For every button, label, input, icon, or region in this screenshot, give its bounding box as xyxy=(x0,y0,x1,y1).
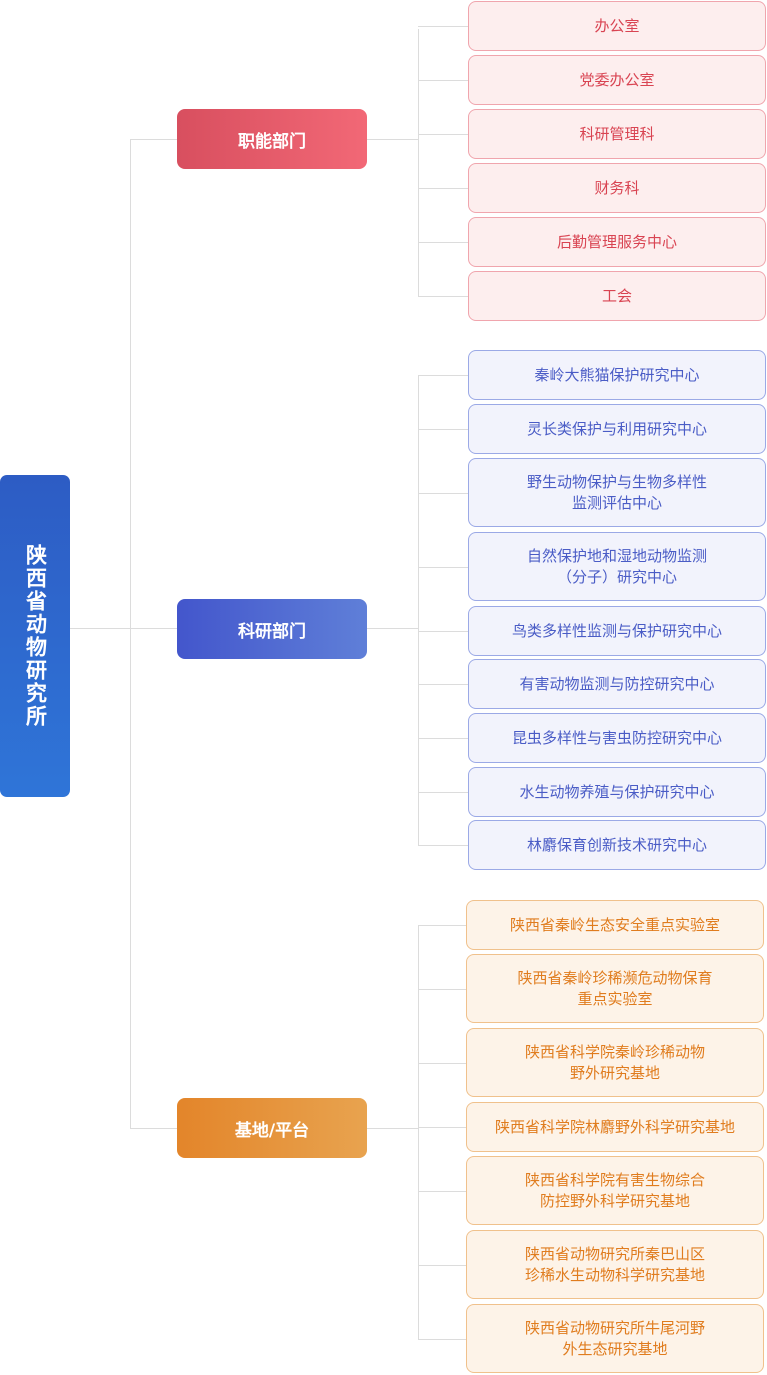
connector-leaf xyxy=(418,1063,466,1064)
root-node[interactable]: 陕西省动物研究所 xyxy=(0,475,70,797)
leaf-bird-center[interactable]: 鸟类多样性监测与保护研究中心 xyxy=(468,606,766,656)
connector-cat-1 xyxy=(130,139,177,140)
connector-leaf xyxy=(418,188,468,189)
leaf-label: 秦岭大熊猫保护研究中心 xyxy=(534,365,700,384)
leaf-label: 陕西省动物研究所秦巴山区 珍稀水生动物科学研究基地 xyxy=(524,1244,705,1284)
connector-leaf xyxy=(418,375,468,376)
leaf-label: 财务科 xyxy=(594,178,640,197)
connector-leaf xyxy=(418,684,468,685)
leaf-label: 陕西省科学院秦岭珍稀动物 野外研究基地 xyxy=(524,1042,705,1082)
leaf-wetland-monitoring-center[interactable]: 自然保护地和湿地动物监测 （分子）研究中心 xyxy=(468,532,766,601)
leaf-party-office[interactable]: 党委办公室 xyxy=(468,55,766,105)
leaf-label: 林麝保育创新技术研究中心 xyxy=(526,835,707,854)
category-label: 职能部门 xyxy=(238,131,306,152)
root-label: 陕西省动物研究所 xyxy=(23,544,48,728)
category-bases-platforms[interactable]: 基地/平台 xyxy=(177,1098,367,1158)
connector-leaf xyxy=(418,989,466,990)
connector-leaf xyxy=(418,493,468,494)
connector-root-horizontal xyxy=(70,628,130,629)
connector-leaf xyxy=(418,925,466,926)
category-label: 科研部门 xyxy=(238,621,306,642)
leaf-aquatic-research-base[interactable]: 陕西省动物研究所秦巴山区 珍稀水生动物科学研究基地 xyxy=(466,1230,764,1299)
category-label: 基地/平台 xyxy=(234,1120,310,1141)
connector-leaf xyxy=(418,296,468,297)
connector-leaf xyxy=(418,1265,466,1266)
leaf-pest-animal-center[interactable]: 有害动物监测与防控研究中心 xyxy=(468,659,766,709)
leaf-label: 工会 xyxy=(601,286,632,305)
leaf-label: 党委办公室 xyxy=(579,70,655,89)
connector-leaf xyxy=(418,567,468,568)
leaf-musk-deer-center[interactable]: 林麝保育创新技术研究中心 xyxy=(468,820,766,870)
connector-leaf xyxy=(418,1127,466,1128)
leaf-label: 野生动物保护与生物多样性 监测评估中心 xyxy=(526,472,707,512)
leaf-office[interactable]: 办公室 xyxy=(468,1,766,51)
connector-cat3-vertical xyxy=(418,925,419,1339)
connector-leaf xyxy=(418,845,468,846)
leaf-label: 后勤管理服务中心 xyxy=(556,232,677,251)
leaf-qinling-ecology-lab[interactable]: 陕西省秦岭生态安全重点实验室 xyxy=(466,900,764,950)
connector-cat1-vertical xyxy=(418,29,419,297)
connector-cat2-vertical xyxy=(418,375,419,845)
connector-cat2-out xyxy=(367,628,418,629)
leaf-label: 有害动物监测与防控研究中心 xyxy=(519,674,715,693)
leaf-panda-center[interactable]: 秦岭大熊猫保护研究中心 xyxy=(468,350,766,400)
category-research-departments[interactable]: 科研部门 xyxy=(177,599,367,659)
connector-leaf xyxy=(418,242,468,243)
leaf-union[interactable]: 工会 xyxy=(468,271,766,321)
leaf-label: 陕西省动物研究所牛尾河野 外生态研究基地 xyxy=(524,1318,705,1358)
leaf-label: 陕西省科学院林麝野外科学研究基地 xyxy=(494,1117,735,1136)
leaf-label: 昆虫多样性与害虫防控研究中心 xyxy=(511,728,722,747)
leaf-aquatic-center[interactable]: 水生动物养殖与保护研究中心 xyxy=(468,767,766,817)
connector-cat3-out xyxy=(367,1128,418,1129)
leaf-label: 办公室 xyxy=(594,16,640,35)
leaf-endangered-animal-lab[interactable]: 陕西省秦岭珍稀濒危动物保育 重点实验室 xyxy=(466,954,764,1023)
connector-root-vertical xyxy=(130,139,131,1129)
leaf-logistics[interactable]: 后勤管理服务中心 xyxy=(468,217,766,267)
category-functional-departments[interactable]: 职能部门 xyxy=(177,109,367,169)
connector-leaf xyxy=(418,134,468,135)
leaf-label: 科研管理科 xyxy=(579,124,655,143)
leaf-label: 灵长类保护与利用研究中心 xyxy=(526,419,707,438)
leaf-label: 陕西省秦岭生态安全重点实验室 xyxy=(509,915,720,934)
connector-leaf xyxy=(418,80,468,81)
leaf-finance[interactable]: 财务科 xyxy=(468,163,766,213)
connector-cat-2 xyxy=(130,628,177,629)
leaf-niuweihe-ecology-base[interactable]: 陕西省动物研究所牛尾河野 外生态研究基地 xyxy=(466,1304,764,1373)
connector-leaf xyxy=(418,792,468,793)
leaf-musk-deer-field-base[interactable]: 陕西省科学院林麝野外科学研究基地 xyxy=(466,1102,764,1152)
connector-leaf xyxy=(418,1339,466,1340)
connector-cat1-out xyxy=(367,139,418,140)
leaf-label: 自然保护地和湿地动物监测 （分子）研究中心 xyxy=(526,546,707,586)
leaf-pest-control-field-base[interactable]: 陕西省科学院有害生物综合 防控野外科学研究基地 xyxy=(466,1156,764,1225)
leaf-primate-center[interactable]: 灵长类保护与利用研究中心 xyxy=(468,404,766,454)
leaf-rare-animal-field-base[interactable]: 陕西省科学院秦岭珍稀动物 野外研究基地 xyxy=(466,1028,764,1097)
leaf-label: 鸟类多样性监测与保护研究中心 xyxy=(511,621,722,640)
leaf-insect-center[interactable]: 昆虫多样性与害虫防控研究中心 xyxy=(468,713,766,763)
leaf-wildlife-biodiversity-center[interactable]: 野生动物保护与生物多样性 监测评估中心 xyxy=(468,458,766,527)
leaf-label: 水生动物养殖与保护研究中心 xyxy=(519,782,715,801)
leaf-label: 陕西省秦岭珍稀濒危动物保育 重点实验室 xyxy=(517,968,713,1008)
leaf-research-management[interactable]: 科研管理科 xyxy=(468,109,766,159)
connector-leaf xyxy=(418,429,468,430)
connector-leaf xyxy=(418,1191,466,1192)
connector-leaf xyxy=(418,738,468,739)
connector-leaf xyxy=(418,631,468,632)
connector-leaf xyxy=(418,26,468,27)
connector-cat-3 xyxy=(130,1128,177,1129)
leaf-label: 陕西省科学院有害生物综合 防控野外科学研究基地 xyxy=(524,1170,705,1210)
